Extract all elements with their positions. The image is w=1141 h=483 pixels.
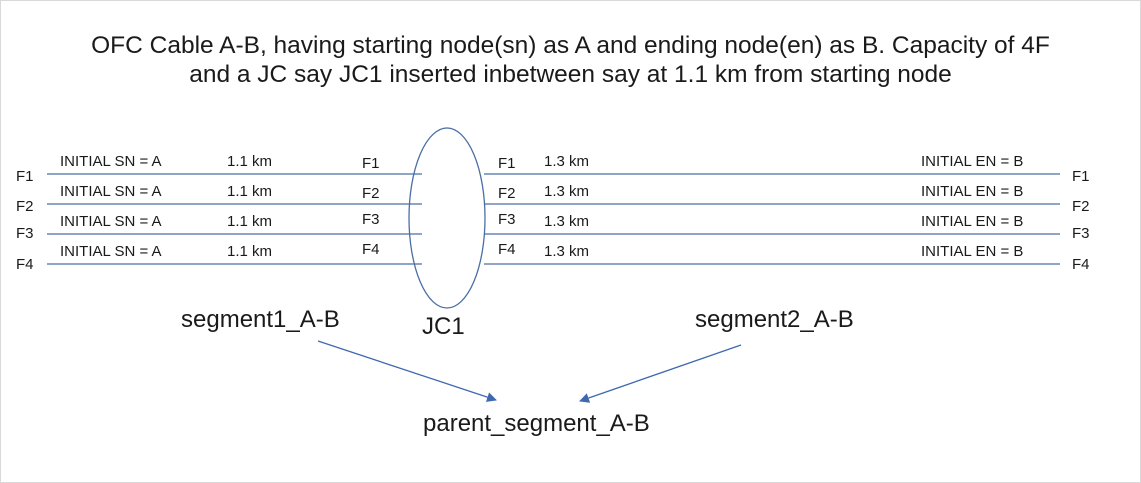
segment2-row4-fiber: F4 (498, 241, 516, 258)
segment2-row2-fiber: F2 (498, 185, 516, 202)
segment1-row2-fiber: F2 (362, 185, 380, 202)
segment2-row3-node: INITIAL EN = B (921, 213, 1024, 230)
segment1-row4-node: INITIAL SN = A (60, 243, 162, 260)
segment2-row3-fiber: F3 (498, 211, 516, 228)
title-line-2: and a JC say JC1 inserted inbetween say … (189, 61, 952, 88)
joint-closure-name: JC1 (422, 313, 465, 340)
segment2-row2-node: INITIAL EN = B (921, 183, 1024, 200)
segment1-row2-distance: 1.1 km (227, 183, 273, 200)
segment2-row2-distance: 1.3 km (544, 183, 590, 200)
left-fiber-label-f3: F3 (16, 225, 34, 242)
joint-closure-ellipse (408, 127, 486, 309)
segment1-row2-node: INITIAL SN = A (60, 183, 162, 200)
segment2-row1-fiber: F1 (498, 155, 516, 172)
segment1-name: segment1_A-B (181, 306, 340, 333)
parent-segment-name: parent_segment_A-B (423, 410, 650, 437)
arrow-segment1-to-parent (317, 340, 497, 402)
segment1-row3-distance: 1.1 km (227, 213, 273, 230)
segment2-row1-distance: 1.3 km (544, 153, 590, 170)
segment1-row4-distance: 1.1 km (227, 243, 273, 260)
right-fiber-label-f1: F1 (1072, 168, 1090, 185)
left-fiber-label-f1: F1 (16, 168, 34, 185)
right-fiber-label-f3: F3 (1072, 225, 1090, 242)
segment1-row1-distance: 1.1 km (227, 153, 273, 170)
segment2-row3-distance: 1.3 km (544, 213, 590, 230)
diagram-title: OFC Cable A-B, having starting node(sn) … (0, 31, 1141, 89)
segment2-name: segment2_A-B (695, 306, 854, 333)
arrow-segment2-to-parent (579, 344, 742, 403)
left-fiber-label-f2: F2 (16, 198, 34, 215)
segment1-row1-node: INITIAL SN = A (60, 153, 162, 170)
segment2-row4-distance: 1.3 km (544, 243, 590, 260)
segment2-row4-node: INITIAL EN = B (921, 243, 1024, 260)
segment1-row3-node: INITIAL SN = A (60, 213, 162, 230)
segment1-row1-fiber: F1 (362, 155, 380, 172)
right-fiber-label-f2: F2 (1072, 198, 1090, 215)
segment1-row3-fiber: F3 (362, 211, 380, 228)
segment1-row4-fiber: F4 (362, 241, 380, 258)
right-fiber-label-f4: F4 (1072, 256, 1090, 273)
segment2-row1-node: INITIAL EN = B (921, 153, 1024, 170)
left-fiber-label-f4: F4 (16, 256, 34, 273)
title-line-1: OFC Cable A-B, having starting node(sn) … (91, 32, 1050, 59)
